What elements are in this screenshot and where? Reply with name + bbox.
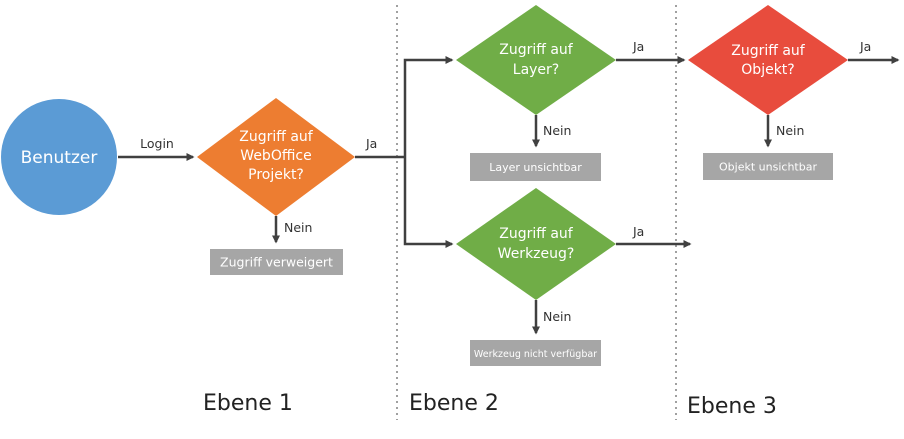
tool-unavailable-label: Werkzeug nicht verfügbar xyxy=(474,349,597,360)
object-label-line2: Objekt? xyxy=(741,62,794,78)
tool-label-line2: Werkzeug? xyxy=(498,246,575,262)
level-2-label: Ebene 2 xyxy=(409,391,499,416)
project-label-line2: WebOffice xyxy=(240,148,311,164)
branch-to-layer-arrow xyxy=(403,56,454,157)
layer-label-line2: Layer? xyxy=(513,62,559,78)
layer-invisible-result: Layer unsichtbar xyxy=(470,153,601,181)
object-label-line1: Zugriff auf xyxy=(731,43,806,59)
tool-unavailable-box xyxy=(470,340,601,366)
project-access-decision: Zugriff auf WebOffice Projekt? xyxy=(197,98,355,216)
layer-label-line1: Zugriff auf xyxy=(499,42,574,58)
tool-unavailable-result: Werkzeug nicht verfügbar xyxy=(470,340,601,366)
login-label: Login xyxy=(140,136,174,151)
object-no-label: Nein xyxy=(776,123,804,138)
object-yes-label: Ja xyxy=(859,39,871,54)
level-3-label: Ebene 3 xyxy=(687,394,777,419)
user-label: Benutzer xyxy=(21,148,98,168)
access-denied-label: Zugriff verweigert xyxy=(220,255,333,270)
object-invisible-box xyxy=(703,153,833,180)
tool-label-line1: Zugriff auf xyxy=(499,226,574,242)
tool-diamond xyxy=(456,188,616,300)
branch-to-tool-arrow xyxy=(403,157,454,248)
layer-no-label: Nein xyxy=(543,123,571,138)
object-invisible-label: Objekt unsichtbar xyxy=(719,161,817,174)
tool-access-decision: Zugriff auf Werkzeug? xyxy=(456,188,616,300)
tool-yes-label: Ja xyxy=(632,224,644,239)
layer-invisible-label: Layer unsichtbar xyxy=(489,161,582,174)
project-diamond xyxy=(197,98,355,216)
object-access-decision: Zugriff auf Objekt? xyxy=(688,5,848,115)
access-denied-box xyxy=(210,249,343,275)
project-label-line1: Zugriff auf xyxy=(239,129,314,145)
user-circle xyxy=(1,99,117,215)
object-diamond xyxy=(688,5,848,115)
layer-invisible-box xyxy=(470,153,601,181)
layer-diamond xyxy=(456,5,616,115)
object-invisible-result: Objekt unsichtbar xyxy=(703,153,833,180)
project-label-line3: Projekt? xyxy=(248,167,304,183)
access-denied-result: Zugriff verweigert xyxy=(210,249,343,275)
user-node: Benutzer xyxy=(1,99,117,215)
project-no-label: Nein xyxy=(284,220,312,235)
tool-no-label: Nein xyxy=(543,309,571,324)
level-1-label: Ebene 1 xyxy=(203,391,293,416)
project-yes-label: Ja xyxy=(365,136,377,151)
layer-yes-label: Ja xyxy=(632,39,644,54)
layer-access-decision: Zugriff auf Layer? xyxy=(456,5,616,115)
